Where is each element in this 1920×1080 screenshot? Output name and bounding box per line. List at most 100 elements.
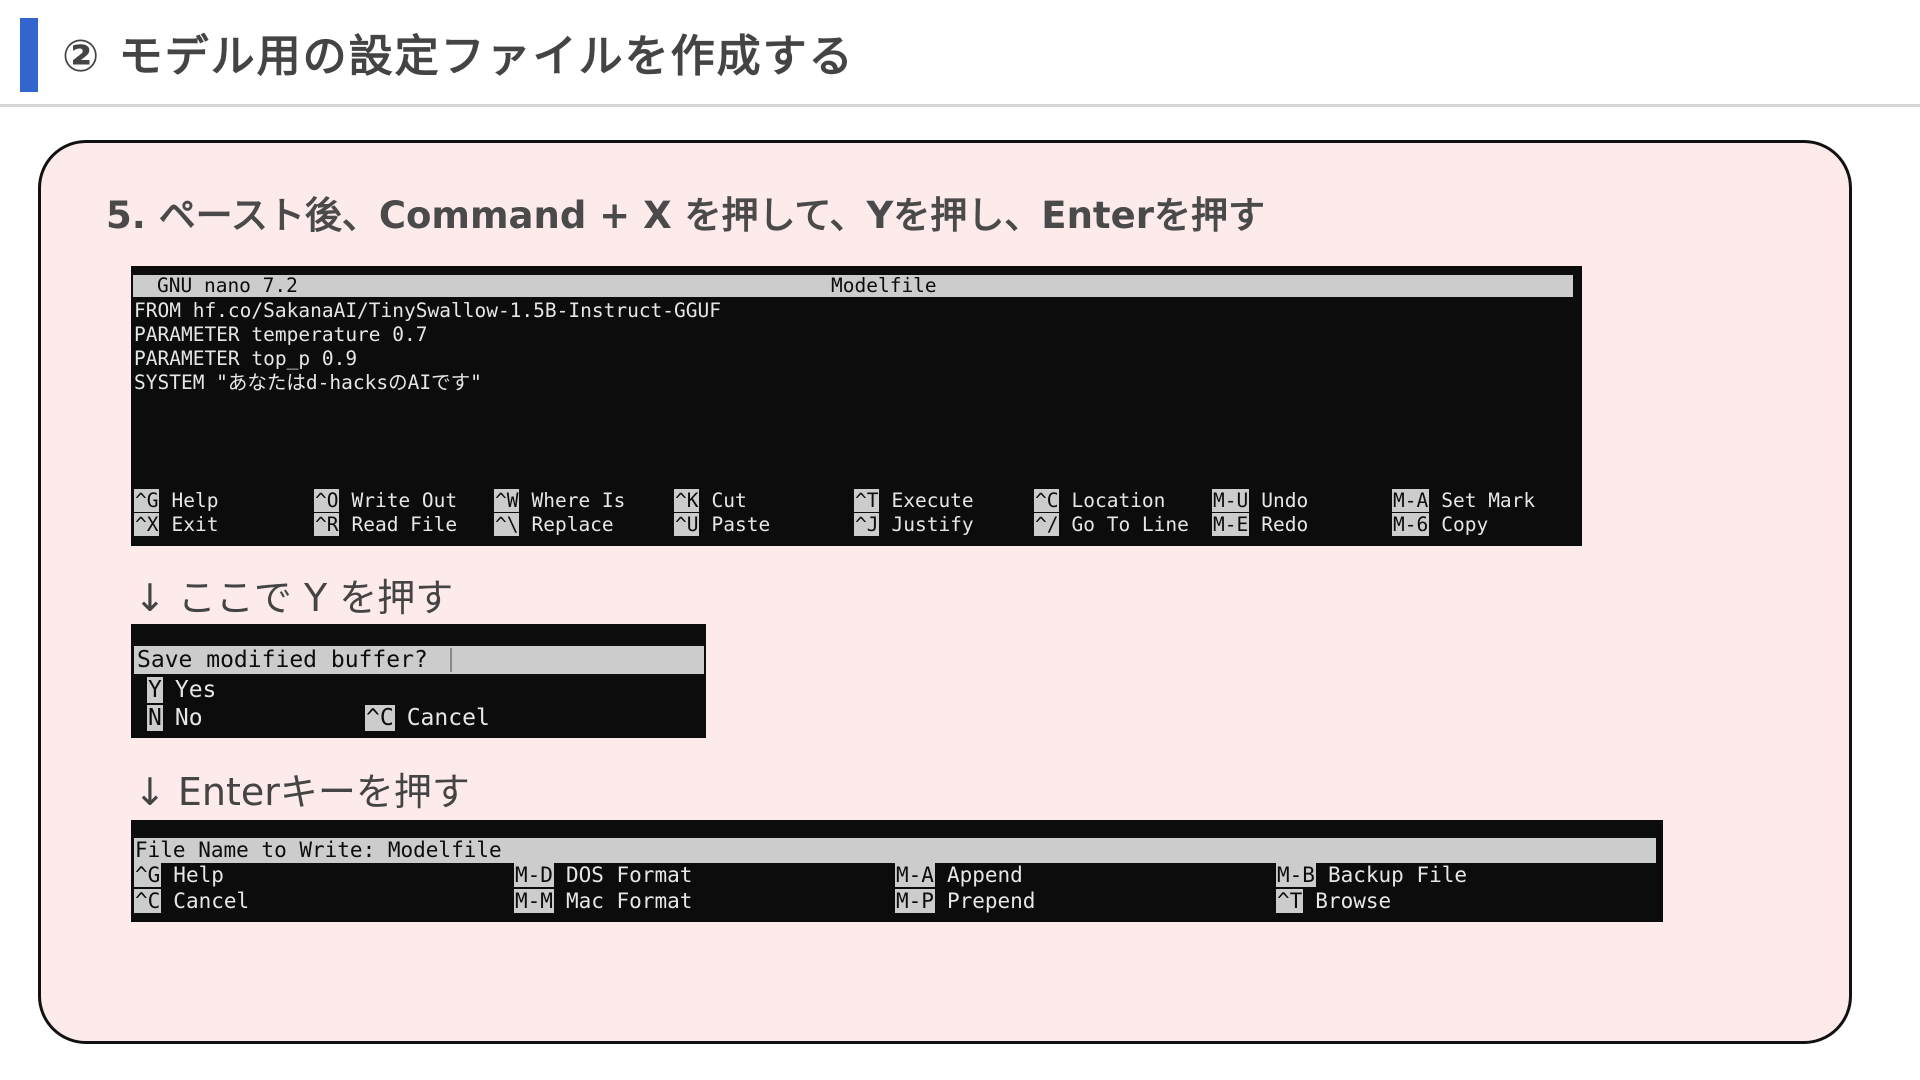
option-no[interactable]: N No: [147, 704, 203, 732]
shortcut-label: Execute: [891, 489, 974, 512]
shortcut-key: ^U: [674, 513, 700, 536]
shortcut-key: ^G: [134, 489, 160, 512]
nano-title-bar: GNU nano 7.2 Modelfile: [133, 275, 1573, 297]
shortcut-cut: ^K Cut: [674, 489, 747, 513]
shortcut-label: Justify: [891, 513, 974, 536]
shortcut-help: ^G Help: [134, 862, 224, 888]
shortcut-label: Go To Line: [1071, 513, 1189, 536]
save-prompt-question: Save modified buffer?: [137, 647, 428, 673]
shortcut-label: Undo: [1261, 489, 1309, 512]
shortcut-read-file: ^R Read File: [314, 513, 457, 537]
shortcut-browse: ^T Browse: [1276, 888, 1391, 914]
shortcut-append: M-A Append: [895, 862, 1023, 888]
shortcut-undo: M-U Undo: [1212, 489, 1308, 513]
write-prompt-bar: [134, 838, 1656, 863]
shortcut-key: M-A: [1392, 489, 1430, 512]
nano-editor-terminal[interactable]: GNU nano 7.2 Modelfile FROM hf.co/Sakana…: [131, 266, 1582, 546]
nano-app-version: GNU nano 7.2: [157, 274, 298, 297]
shortcut-where-is: ^W Where Is: [494, 489, 625, 513]
shortcut-help: ^G Help: [134, 489, 218, 513]
shortcut-label: Where Is: [531, 489, 626, 512]
shortcut-label: Help: [173, 863, 224, 887]
shortcut-key: ^/: [1034, 513, 1060, 536]
save-prompt-bar: [134, 646, 704, 674]
shortcut-execute: ^T Execute: [854, 489, 974, 513]
header-accent-bar: [20, 18, 38, 92]
shortcut-label: Browse: [1315, 889, 1392, 913]
shortcut-write-out: ^O Write Out: [314, 489, 457, 513]
shortcut-copy: M-6 Copy: [1392, 513, 1488, 537]
shortcut-key: M-A: [895, 863, 935, 887]
shortcut-key: M-D: [514, 863, 554, 887]
shortcut-key: M-U: [1212, 489, 1250, 512]
slide-title: ② モデル用の設定ファイルを作成する: [62, 31, 855, 82]
option-key: Y: [147, 677, 163, 703]
note-press-enter: ↓ Enterキーを押す: [134, 770, 470, 814]
shortcut-dos-format: M-D DOS Format: [514, 862, 692, 888]
shortcut-label: Cancel: [173, 889, 250, 913]
step-title: 5. ペースト後、Command + X を押して、Yを押し、Enterを押す: [106, 194, 1265, 237]
shortcut-paste: ^U Paste: [674, 513, 770, 537]
text-cursor: [450, 648, 452, 672]
shortcut-key: M-6: [1392, 513, 1430, 536]
shortcut-label: Set Mark: [1441, 489, 1536, 512]
option-yes[interactable]: Y Yes: [147, 676, 216, 704]
shortcut-key: ^X: [134, 513, 160, 536]
shortcut-key: ^C: [134, 889, 162, 913]
shortcut-key: M-P: [895, 889, 935, 913]
shortcut-key: M-M: [514, 889, 554, 913]
option-label: Cancel: [406, 705, 490, 731]
shortcut-key: ^C: [1034, 489, 1060, 512]
shortcut-label: Mac Format: [565, 889, 693, 913]
header-divider: [0, 104, 1920, 107]
shortcut-key: M-B: [1276, 863, 1316, 887]
shortcut-go-to-line: ^/ Go To Line: [1034, 513, 1189, 537]
shortcut-key: ^\: [494, 513, 520, 536]
shortcut-label: Exit: [171, 513, 219, 536]
shortcut-label: Cut: [711, 489, 747, 512]
shortcut-prepend: M-P Prepend: [895, 888, 1035, 914]
code-line[interactable]: PARAMETER top_p 0.9: [134, 347, 358, 370]
note-press-y: ↓ ここで Y を押す: [134, 576, 454, 620]
shortcut-label: Prepend: [946, 889, 1036, 913]
shortcut-redo: M-E Redo: [1212, 513, 1308, 537]
nano-filename: Modelfile: [831, 274, 937, 297]
write-prompt-terminal[interactable]: File Name to Write: Modelfile ^G Help M-D…: [131, 820, 1663, 922]
code-line[interactable]: FROM hf.co/SakanaAI/TinySwallow-1.5B-Ins…: [134, 299, 721, 322]
shortcut-key: ^O: [314, 489, 340, 512]
shortcut-label: Copy: [1441, 513, 1489, 536]
shortcut-label: DOS Format: [565, 863, 693, 887]
shortcut-key: ^K: [674, 489, 700, 512]
write-prompt-input[interactable]: File Name to Write: Modelfile: [135, 838, 502, 862]
shortcut-label: Read File: [351, 513, 458, 536]
shortcut-key: ^W: [494, 489, 520, 512]
shortcut-cancel: ^C Cancel: [134, 888, 249, 914]
shortcut-backup-file: M-B Backup File: [1276, 862, 1467, 888]
shortcut-label: Location: [1071, 489, 1166, 512]
shortcut-exit: ^X Exit: [134, 513, 218, 537]
code-line[interactable]: PARAMETER temperature 0.7: [134, 323, 428, 346]
code-line[interactable]: SYSTEM "あなたはd-hacksのAIです": [134, 371, 482, 394]
shortcut-set-mark: M-A Set Mark: [1392, 489, 1535, 513]
shortcut-key: ^T: [854, 489, 880, 512]
shortcut-label: Append: [946, 863, 1023, 887]
shortcut-key: ^R: [314, 513, 340, 536]
shortcut-mac-format: M-M Mac Format: [514, 888, 692, 914]
shortcut-label: Write Out: [351, 489, 458, 512]
shortcut-label: Replace: [531, 513, 614, 536]
shortcut-justify: ^J Justify: [854, 513, 974, 537]
option-label: Yes: [174, 677, 217, 703]
shortcut-label: Help: [171, 489, 219, 512]
shortcut-key: ^J: [854, 513, 880, 536]
shortcut-label: Paste: [711, 513, 771, 536]
option-label: No: [174, 705, 203, 731]
shortcut-label: Backup File: [1327, 863, 1468, 887]
shortcut-location: ^C Location: [1034, 489, 1165, 513]
shortcut-key: ^G: [134, 863, 162, 887]
shortcut-label: Redo: [1261, 513, 1309, 536]
shortcut-key: ^T: [1276, 889, 1304, 913]
shortcut-key: M-E: [1212, 513, 1250, 536]
option-key: N: [147, 705, 163, 731]
